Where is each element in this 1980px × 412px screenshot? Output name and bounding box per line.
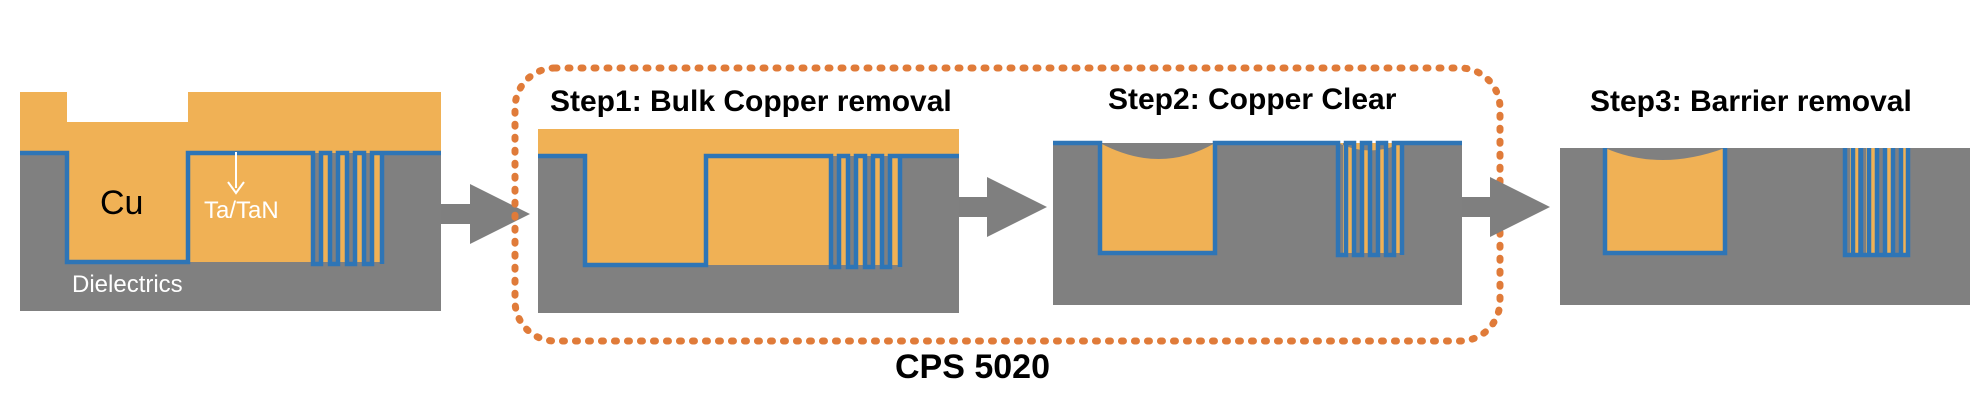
dielectric-label: Dielectrics <box>72 271 183 298</box>
barrier-liner <box>20 150 441 267</box>
panel-step3: Step3: Barrier removal <box>1560 85 1970 305</box>
panel-initial: Cu Ta/TaN Dielectrics <box>20 92 441 311</box>
copper-overburden <box>20 92 441 262</box>
barrier-liner-fine-lines <box>1842 148 1911 258</box>
step3-title: Step3: Barrier removal <box>1590 85 1912 118</box>
step1-title: Step1: Bulk Copper removal <box>550 85 952 118</box>
barrier-liner-in-trenches <box>1602 148 1728 256</box>
copper-trench-dished <box>1605 148 1725 253</box>
barrier-liner <box>538 153 959 270</box>
barrier-label: Ta/TaN <box>204 197 279 224</box>
copper-label: Cu <box>100 184 143 222</box>
step2-title: Step2: Copper Clear <box>1108 83 1397 116</box>
cps-group-label: CPS 5020 <box>895 348 1050 386</box>
copper-thin-layer <box>538 129 959 265</box>
barrier-liner <box>1053 140 1462 258</box>
process-arrow-3 <box>1462 177 1550 237</box>
copper-trench <box>585 156 706 265</box>
panel-step1: Step1: Bulk Copper removal <box>538 85 959 313</box>
copper-trench-dished <box>1100 143 1215 253</box>
panel-step2: Step2: Copper Clear <box>1053 83 1462 305</box>
process-arrow-2 <box>959 177 1047 237</box>
process-arrow-1 <box>441 184 530 244</box>
copper-trench <box>67 153 188 262</box>
barrier-pointer-arrow-head <box>227 181 245 195</box>
